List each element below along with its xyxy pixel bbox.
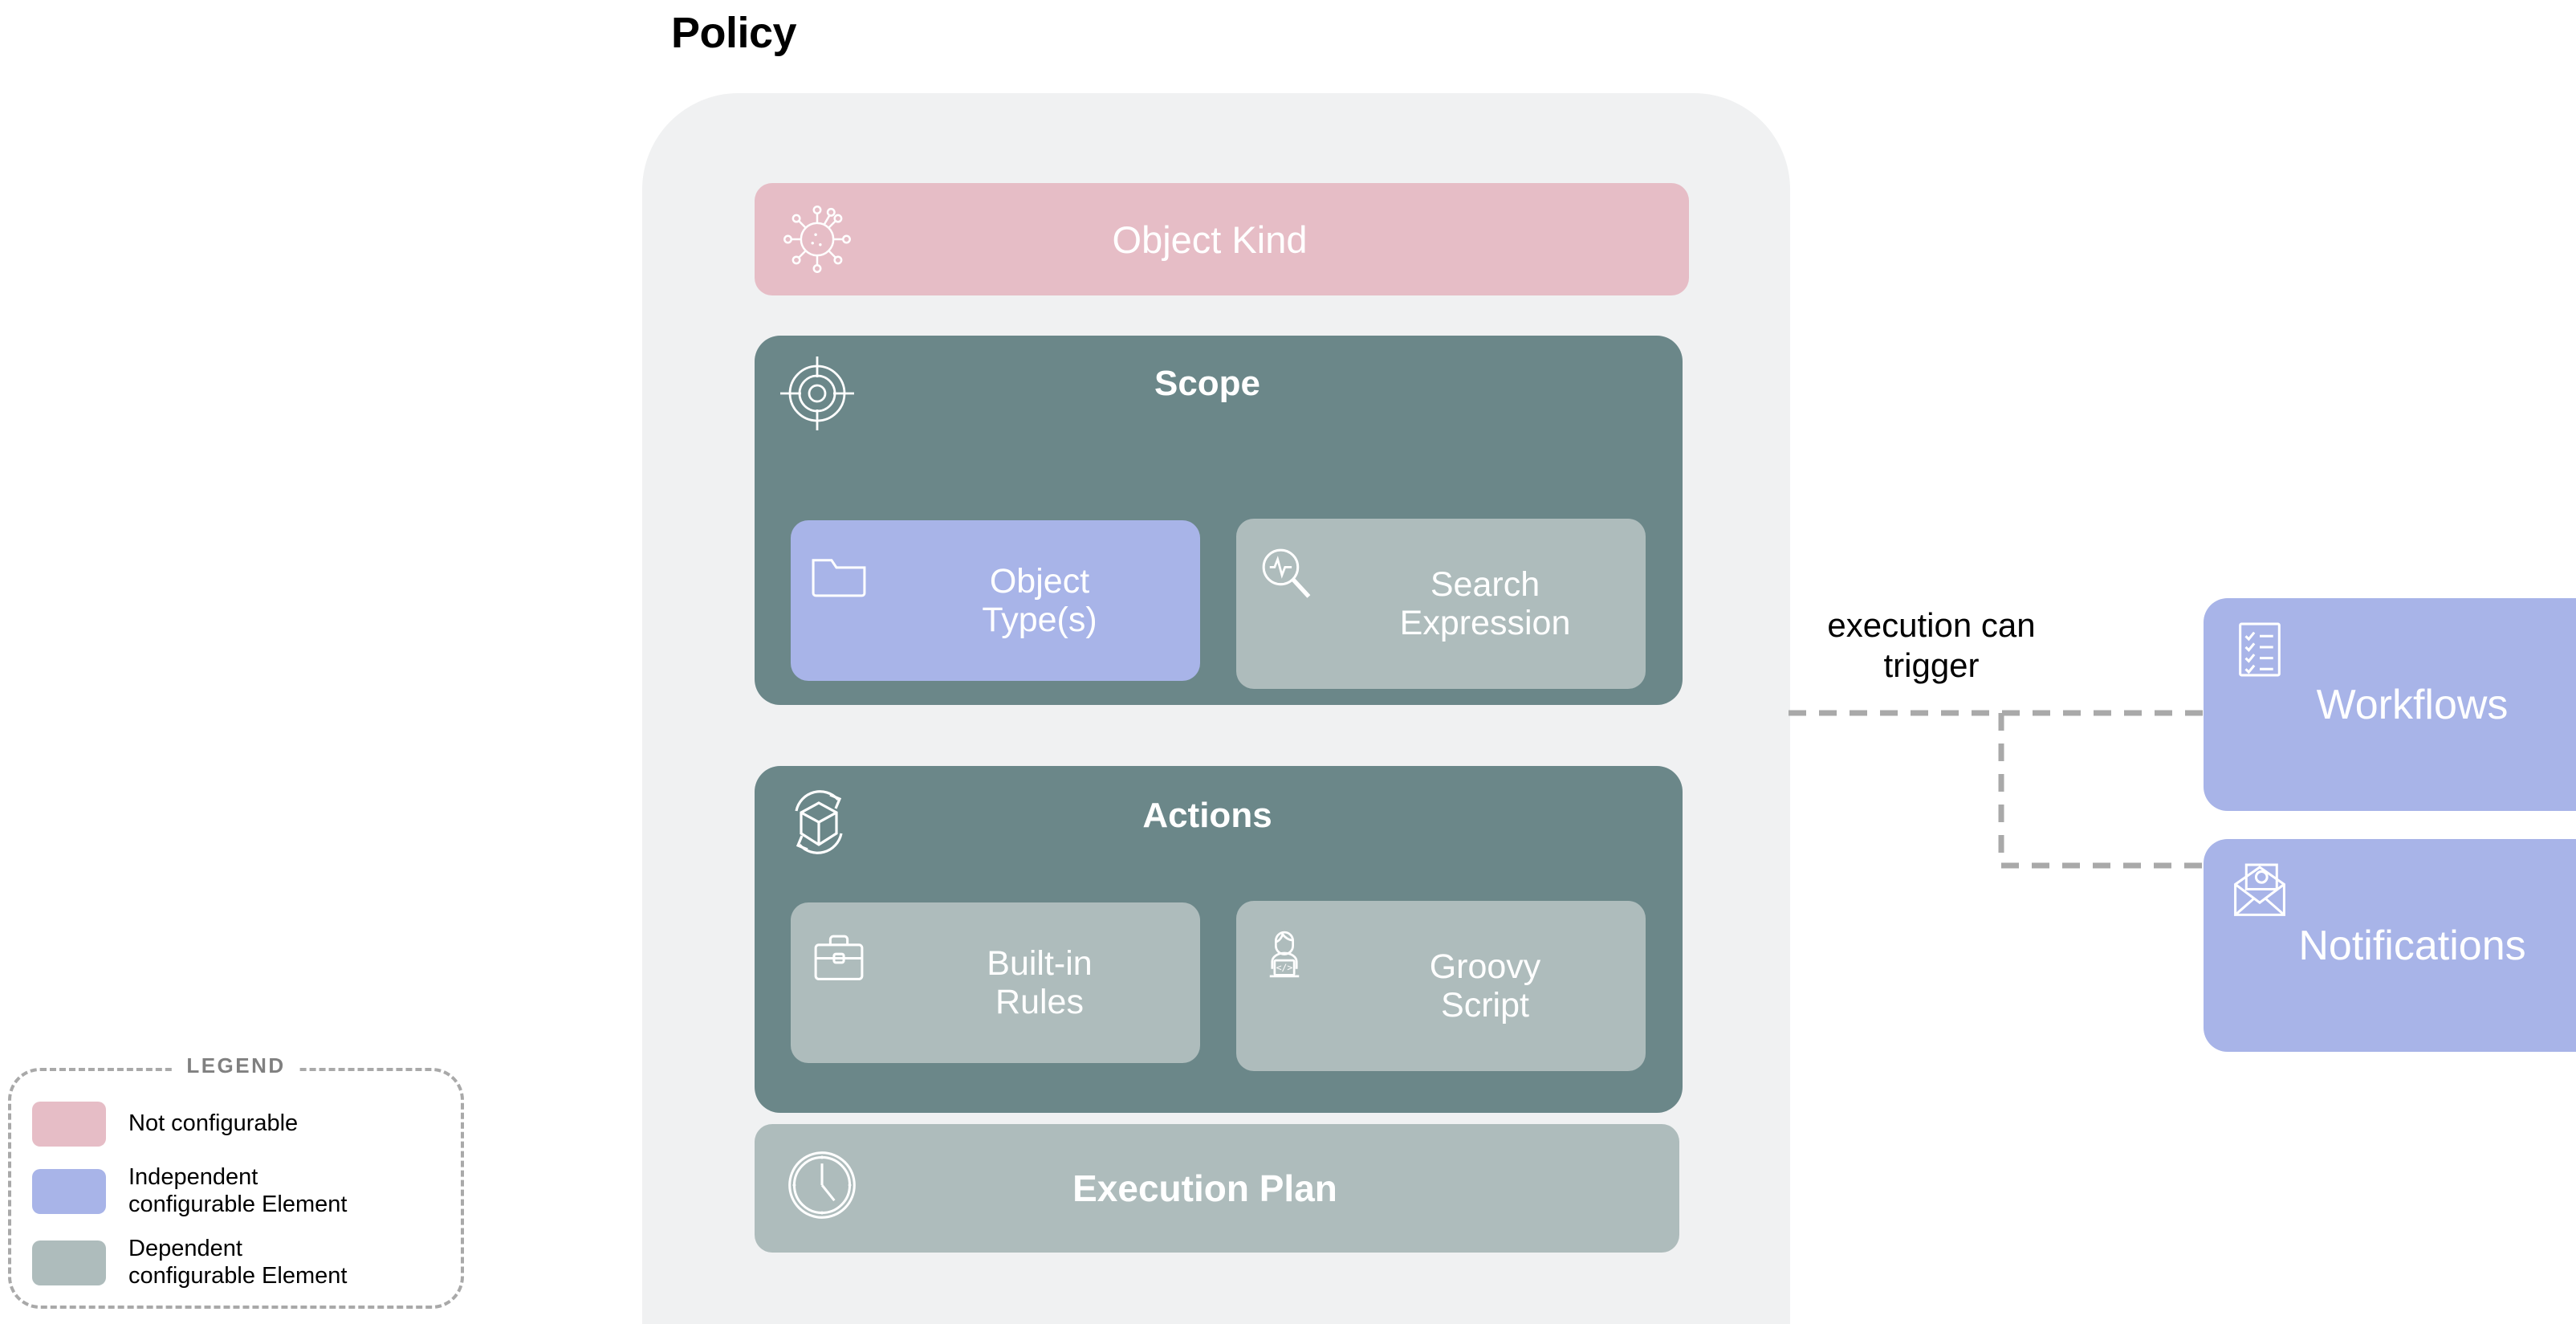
search-pulse-icon — [1254, 543, 1315, 604]
card-search-expression[interactable]: Search Expression — [1236, 519, 1646, 689]
legend-item-independent: Independent configurable Element — [32, 1164, 446, 1218]
developer-laptop-icon: </> — [1254, 925, 1315, 986]
clock-icon — [783, 1147, 861, 1224]
card-builtin-rules-label: Built-in Rules — [987, 943, 1093, 1021]
card-search-expression-label: Search Expression — [1399, 564, 1571, 642]
execution-plan-label: Execution Plan — [1072, 1167, 1337, 1209]
legend: LEGEND Not configurable Independent conf… — [8, 1053, 464, 1309]
object-kind-bar[interactable]: Object Kind — [755, 183, 1689, 295]
card-object-types[interactable]: Object Type(s) — [791, 520, 1200, 681]
object-kind-label: Object Kind — [1112, 218, 1308, 261]
virus-icon — [779, 201, 856, 278]
box-workflows[interactable]: Workflows — [2204, 598, 2576, 811]
checklist-icon — [2229, 619, 2290, 680]
box-notifications-label: Notifications — [2298, 922, 2526, 969]
connector-lines — [1789, 710, 2208, 869]
target-crosshair-icon — [777, 353, 857, 434]
legend-item-dependent: Dependent configurable Element — [32, 1236, 446, 1289]
card-groovy-script-label: Groovy Script — [1429, 947, 1541, 1025]
scope-title: Scope — [1154, 364, 1261, 403]
box-notifications[interactable]: Notifications — [2204, 839, 2576, 1052]
legend-swatch-sage — [32, 1240, 106, 1285]
svg-text:</>: </> — [1276, 962, 1293, 973]
actions-panel[interactable]: Actions Built-in Rules — [755, 766, 1683, 1113]
legend-item-not-configurable: Not configurable — [32, 1102, 446, 1147]
card-object-types-label: Object Type(s) — [982, 561, 1097, 639]
legend-items: Not configurable Independent configurabl… — [32, 1102, 446, 1308]
folder-icon — [808, 544, 869, 605]
legend-label-not-configurable: Not configurable — [128, 1110, 299, 1137]
legend-swatch-pink — [32, 1102, 106, 1147]
legend-swatch-periwinkle — [32, 1168, 106, 1214]
card-groovy-script[interactable]: </> Groovy Script — [1236, 901, 1646, 1071]
envelope-at-icon — [2229, 860, 2290, 921]
connector-label: execution can trigger — [1827, 606, 2036, 685]
legend-label-dependent: Dependent configurable Element — [128, 1236, 348, 1289]
box-workflows-label: Workflows — [2316, 681, 2509, 728]
actions-title: Actions — [1142, 796, 1272, 835]
scope-panel[interactable]: Scope Object Type(s) Search — [755, 336, 1683, 705]
policy-container — [642, 93, 1790, 1324]
page-title: Policy — [671, 9, 797, 57]
briefcase-icon — [808, 927, 869, 988]
card-builtin-rules[interactable]: Built-in Rules — [791, 902, 1200, 1063]
legend-label-independent: Independent configurable Element — [128, 1164, 348, 1217]
legend-title: LEGEND — [172, 1053, 300, 1078]
execution-plan-bar[interactable]: Execution Plan — [755, 1124, 1679, 1253]
cube-refresh-icon — [779, 782, 859, 862]
